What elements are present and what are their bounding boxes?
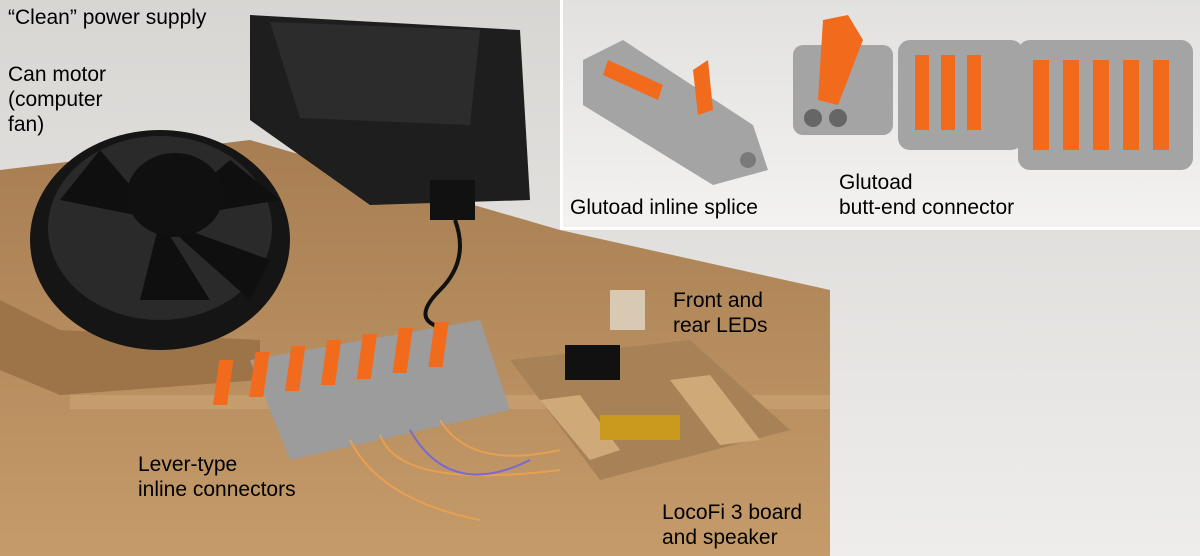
label-line: butt-end connector — [839, 196, 1015, 219]
connectors-inset — [583, 15, 1193, 185]
label-line: Can motor — [8, 63, 107, 86]
label-line: rear LEDs — [673, 314, 768, 337]
label-power-supply: “Clean” power supply — [8, 6, 207, 29]
lever-connectors — [213, 320, 561, 521]
label-line: (computer — [8, 88, 103, 111]
butt-end-2 — [793, 15, 893, 135]
label-line: fan) — [8, 113, 45, 136]
inset-photo: Glutoad inline splice Glutoad butt-end c… — [560, 0, 1200, 230]
butt-end-5 — [1018, 40, 1193, 170]
label-lever-connectors: Lever-type inline connectors — [138, 452, 296, 502]
label-can-motor: Can motor (computer fan) — [8, 62, 106, 137]
locofi-board — [510, 290, 790, 480]
label-line: and speaker — [662, 526, 778, 549]
label-locofi: LocoFi 3 board and speaker — [662, 500, 802, 550]
label-line: Front and — [673, 289, 763, 312]
inline-splice — [583, 40, 768, 185]
power-supply — [250, 15, 530, 332]
label-inline-splice: Glutoad inline splice — [570, 196, 758, 219]
label-line: LocoFi 3 board — [662, 501, 803, 524]
label-butt-end: Glutoad butt-end connector — [839, 170, 1014, 220]
label-line: Glutoad — [839, 171, 913, 194]
computer-fan — [30, 130, 290, 350]
label-line: inline connectors — [138, 478, 296, 501]
label-leds: Front and rear LEDs — [673, 288, 768, 338]
butt-end-3 — [898, 40, 1023, 150]
label-line: Lever-type — [138, 453, 238, 476]
